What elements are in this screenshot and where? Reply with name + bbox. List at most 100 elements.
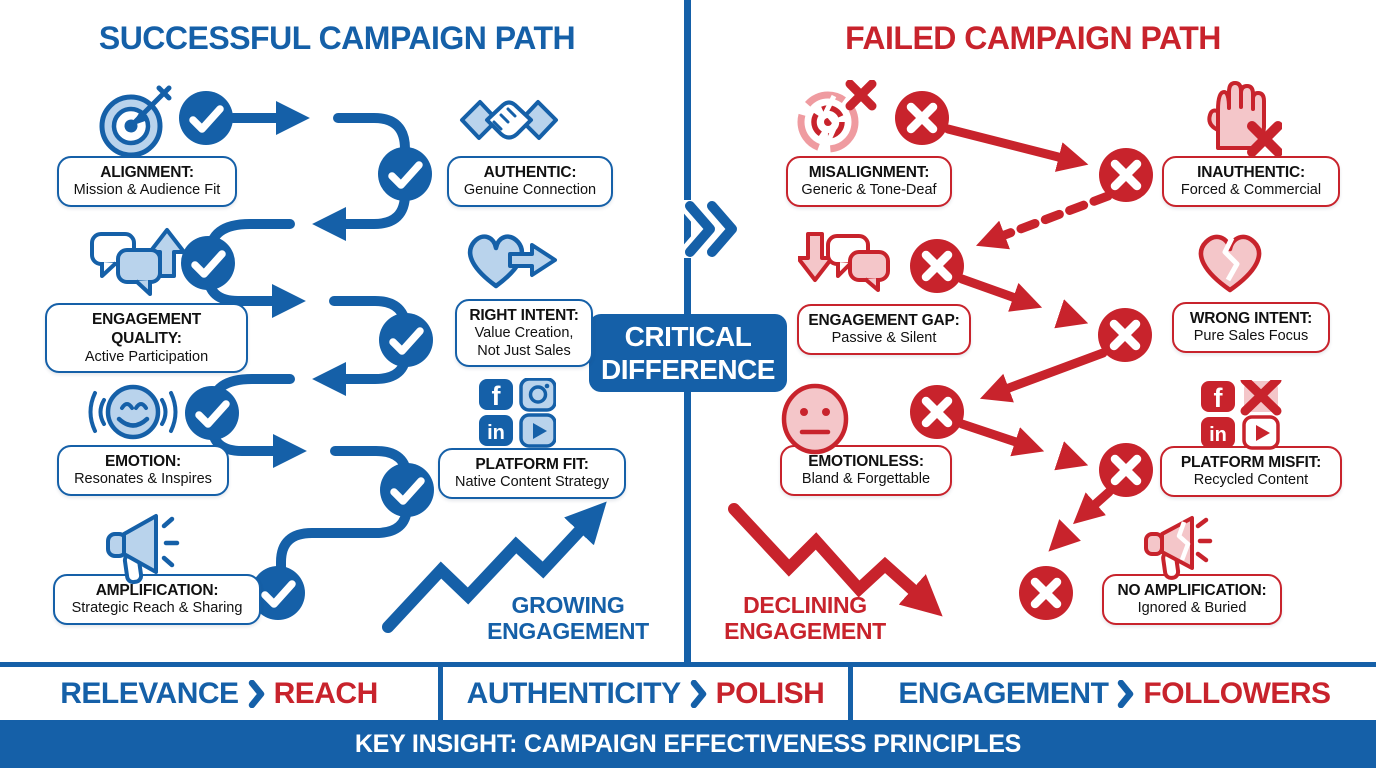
greater-than-icon	[690, 679, 706, 708]
step-box-alignment: ALIGNMENT: Mission & Audience Fit	[57, 156, 237, 207]
success-title: SUCCESSFUL CAMPAIGN PATH	[98, 20, 576, 56]
declining-engagement-label: DECLINING ENGAGEMENT	[724, 592, 886, 644]
fast-forward-chevrons-icon	[680, 200, 742, 258]
video-play-icon	[1242, 415, 1280, 450]
step-subtitle: Native Content Strategy	[455, 474, 609, 491]
linkedin-icon: in	[1201, 417, 1235, 448]
step-box-misalignment: MISALIGNMENT: Generic & Tone-Deaf	[786, 156, 952, 207]
broken-heart-icon	[1198, 234, 1262, 293]
principle-loser: FOLLOWERS	[1143, 676, 1331, 710]
check-circle-icon	[179, 91, 233, 145]
check-circle-icon	[181, 236, 235, 290]
principles-band: RELEVANCE REACH AUTHENTICITY POLISH ENGA…	[0, 662, 1376, 725]
principle-divider	[438, 667, 443, 720]
heart-arrow-icon	[467, 234, 557, 289]
linkedin-icon: in	[479, 415, 513, 446]
svg-text:f: f	[1214, 383, 1224, 413]
greater-than-icon	[248, 679, 264, 708]
check-circle-icon	[379, 313, 433, 367]
check-circle-icon	[378, 147, 432, 201]
social-platforms-icon: f in	[479, 378, 556, 448]
failed-title: FAILED CAMPAIGN PATH	[845, 20, 1221, 56]
neutral-face-icon	[781, 383, 849, 455]
facebook-icon: f	[1201, 381, 1235, 413]
x-circles	[895, 91, 1153, 620]
step-title: ENGAGEMENT QUALITY:	[91, 311, 202, 348]
step-subtitle: Ignored & Buried	[1137, 600, 1247, 617]
step-title: PLATFORM MISFIT:	[1180, 454, 1322, 471]
x-circle-icon	[1019, 566, 1073, 620]
principle-winner: AUTHENTICITY	[466, 676, 682, 710]
step-box-emotion: EMOTION: Resonates & Inspires	[57, 445, 229, 496]
megaphone-icon	[106, 514, 180, 585]
step-subtitle: Recycled Content	[1193, 472, 1309, 489]
growing-engagement-arrow	[382, 501, 607, 633]
key-insight-text: KEY INSIGHT: CAMPAIGN EFFECTIVENESS PRIN…	[354, 729, 1022, 758]
speech-bubbles-up-icon	[90, 228, 186, 296]
step-title: AUTHENTIC:	[483, 164, 577, 181]
critical-difference-box: CRITICAL DIFFERENCE	[589, 314, 787, 392]
broken-megaphone-icon	[1144, 516, 1213, 580]
broken-target-icon	[797, 80, 877, 153]
step-title: WRONG INTENT:	[1189, 310, 1313, 327]
step-subtitle: Generic & Tone-Deaf	[801, 182, 937, 199]
step-box-engagement-quality: ENGAGEMENT QUALITY: Active Participation	[45, 303, 248, 374]
step-box-platform-misfit: PLATFORM MISFIT: Recycled Content	[1160, 446, 1342, 497]
x-circle-icon	[1098, 308, 1152, 362]
principle-engagement-followers: ENGAGEMENT FOLLOWERS	[853, 667, 1376, 720]
check-circle-icon	[380, 463, 434, 517]
step-box-amplification: AMPLIFICATION: Strategic Reach & Sharing	[53, 574, 261, 625]
step-box-emotionless: EMOTIONLESS: Bland & Forgettable	[780, 445, 952, 496]
principle-authenticity-polish: AUTHENTICITY POLISH	[443, 667, 848, 720]
principle-loser: POLISH	[715, 676, 825, 710]
step-box-engagement-gap: ENGAGEMENT GAP: Passive & Silent	[797, 304, 971, 355]
principle-loser: REACH	[273, 676, 379, 710]
step-subtitle: Pure Sales Focus	[1193, 328, 1309, 345]
step-box-authentic: AUTHENTIC: Genuine Connection	[447, 156, 613, 207]
smiling-face-waves-icon	[88, 384, 178, 440]
step-title: EMOTION:	[105, 453, 181, 470]
speech-bubbles-down-icon	[798, 232, 890, 292]
x-circle-icon	[1099, 148, 1153, 202]
stop-hand-icon	[1207, 81, 1282, 156]
step-subtitle: Value Creation, Not Just Sales	[474, 325, 574, 359]
step-subtitle: Passive & Silent	[831, 330, 937, 347]
critical-line1: CRITICAL	[624, 320, 752, 352]
check-circle-icon	[251, 566, 305, 620]
check-circles	[179, 91, 434, 620]
step-box-inauthentic: INAUTHENTIC: Forced & Commercial	[1162, 156, 1340, 207]
step-title: MISALIGNMENT:	[808, 164, 930, 181]
step-box-platform-fit: PLATFORM FIT: Native Content Strategy	[438, 448, 626, 499]
key-insight-bar: KEY INSIGHT: CAMPAIGN EFFECTIVENESS PRIN…	[0, 720, 1376, 768]
step-title: ALIGNMENT:	[100, 164, 194, 181]
step-subtitle: Mission & Audience Fit	[73, 182, 221, 199]
x-circle-icon	[1099, 443, 1153, 497]
crossed-out-platform-icon	[1240, 380, 1282, 416]
target-arrow-icon	[99, 85, 172, 158]
step-title: ENGAGEMENT GAP:	[808, 312, 960, 329]
principle-divider	[848, 667, 853, 720]
step-subtitle: Strategic Reach & Sharing	[71, 600, 243, 617]
principle-relevance-reach: RELEVANCE REACH	[0, 667, 438, 720]
step-subtitle: Forced & Commercial	[1180, 182, 1322, 199]
step-title: AMPLIFICATION:	[95, 582, 219, 599]
handshake-icon	[460, 100, 558, 140]
failed-path	[943, 124, 1114, 552]
step-subtitle: Resonates & Inspires	[74, 471, 212, 488]
svg-text:f: f	[492, 381, 502, 411]
declining-engagement-arrow	[728, 503, 943, 617]
principle-winner: RELEVANCE	[60, 676, 239, 710]
step-title: EMOTIONLESS:	[808, 453, 924, 470]
video-play-icon	[519, 413, 556, 448]
principle-winner: ENGAGEMENT	[898, 676, 1109, 710]
x-circle-icon	[910, 385, 964, 439]
step-box-no-amplification: NO AMPLIFICATION: Ignored & Buried	[1102, 574, 1282, 625]
step-subtitle: Active Participation	[84, 348, 209, 365]
x-circle-icon	[895, 91, 949, 145]
step-box-wrong-intent: WRONG INTENT: Pure Sales Focus	[1172, 302, 1330, 353]
svg-text:in: in	[1209, 424, 1227, 446]
step-subtitle: Genuine Connection	[463, 182, 597, 199]
check-circle-icon	[185, 386, 239, 440]
critical-line2: DIFFERENCE	[601, 354, 775, 385]
